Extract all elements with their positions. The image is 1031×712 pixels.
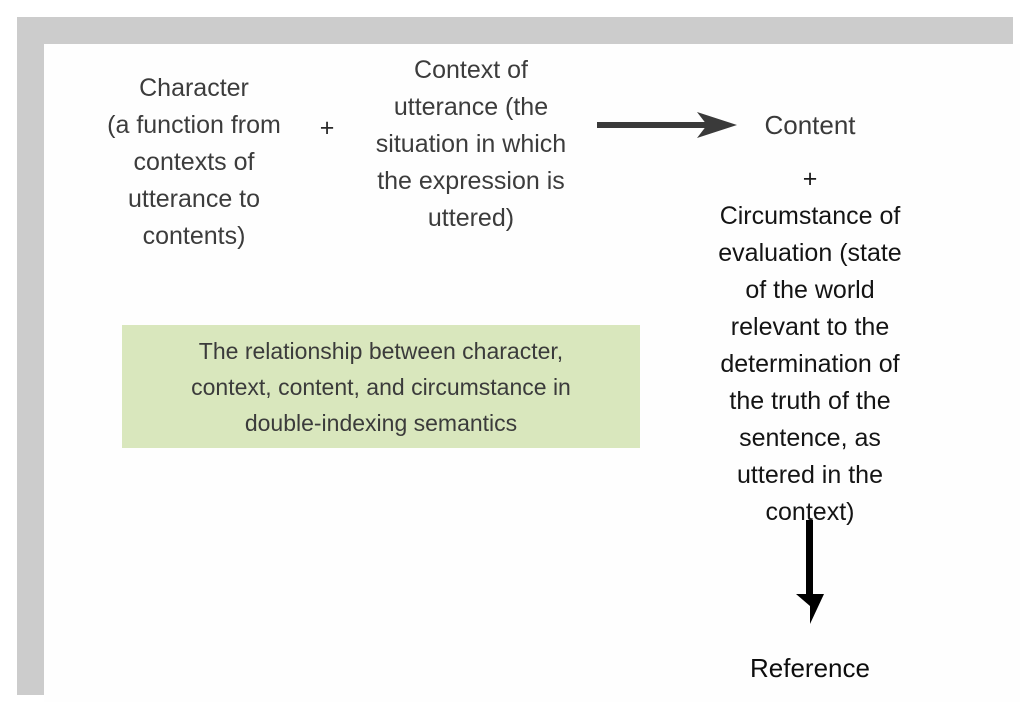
node-circumstance-line-3: of the world <box>745 276 875 304</box>
node-context-line-5: uttered) <box>427 204 515 232</box>
node-circumstance-line-8: uttered in the <box>737 461 883 489</box>
plus-operator-left: + <box>319 114 335 142</box>
node-context-of-utterance: Context of utterance (the situation in w… <box>352 52 590 237</box>
node-circumstance-line-6: the truth of the <box>729 387 891 415</box>
node-character-line-3: contexts of <box>133 148 255 176</box>
node-circumstance-line-7: sentence, as <box>739 424 881 452</box>
node-circumstance-line-5: determination of <box>720 350 900 378</box>
node-context-line-1: Context of <box>414 56 528 84</box>
node-context-line-2: utterance (the <box>393 93 549 121</box>
node-character-line-2: (a function from <box>107 111 281 139</box>
node-context-line-3: situation in which <box>375 130 567 158</box>
node-circumstance-line-4: relevant to the <box>730 313 890 341</box>
node-circumstance-of-evaluation: Circumstance of evaluation (state of the… <box>694 198 926 531</box>
plus-operator-right: + <box>802 165 818 193</box>
caption-text: The relationship between character, cont… <box>122 333 640 441</box>
node-context-line-4: the expression is <box>377 167 565 195</box>
node-character-line-4: utterance to <box>127 185 261 213</box>
node-character-line-5: contents) <box>142 222 246 250</box>
node-circumstance-line-1: Circumstance of <box>719 202 901 230</box>
caption-line-1: The relationship between character, <box>198 337 564 364</box>
caption-line-3: double-indexing semantics <box>244 409 518 436</box>
node-content: Content <box>764 110 856 140</box>
node-character: Character (a function from contexts of u… <box>78 70 310 255</box>
circumstance-to-reference-arrow-icon <box>793 520 827 624</box>
character-context-to-content-arrow-icon <box>597 108 737 142</box>
node-character-line-1: Character <box>139 74 249 102</box>
node-circumstance-line-2: evaluation (state <box>718 239 902 267</box>
caption-box: The relationship between character, cont… <box>122 325 640 448</box>
caption-line-2: context, content, and circumstance in <box>191 373 571 400</box>
node-reference: Reference <box>750 653 870 683</box>
